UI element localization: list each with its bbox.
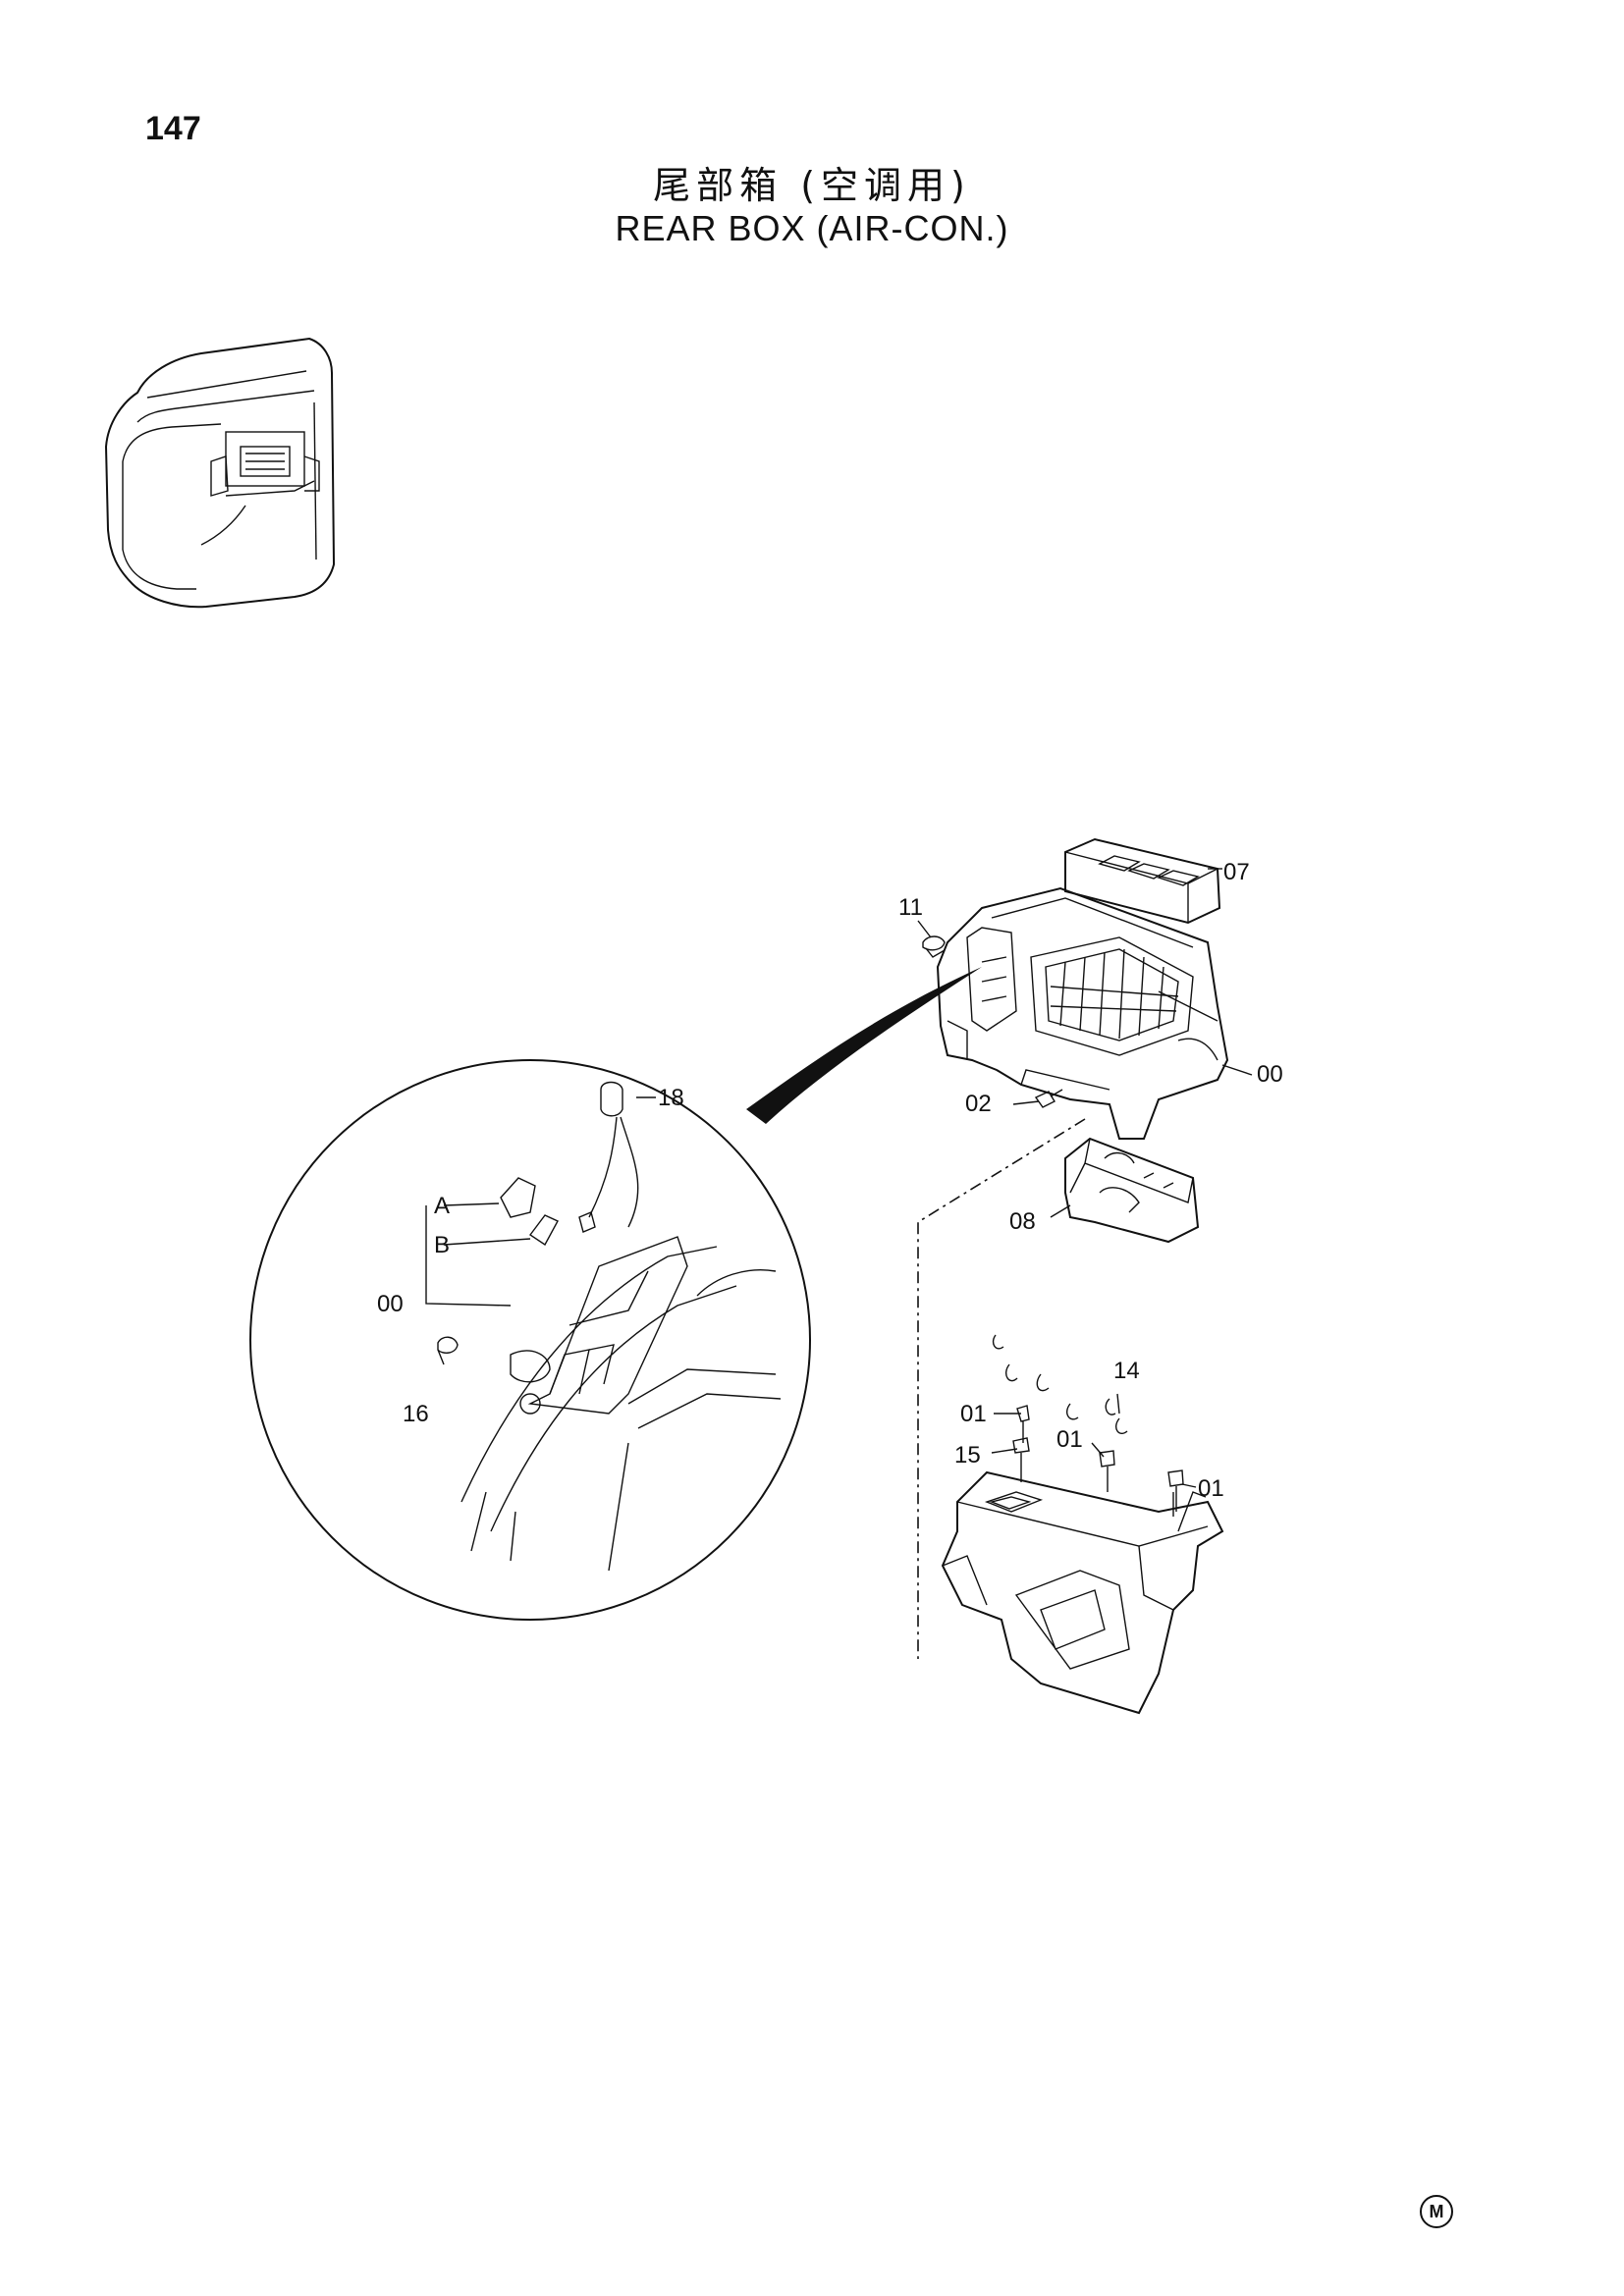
detail-view — [249, 1059, 811, 1621]
callout-14: 14 — [1113, 1358, 1140, 1384]
callout-07: 07 — [1223, 859, 1250, 885]
base-frame — [941, 1334, 1224, 1715]
callout-00-detail: 00 — [377, 1291, 404, 1317]
callout-08: 08 — [1009, 1208, 1036, 1235]
callout-01: 01 — [960, 1401, 987, 1427]
callout-15: 15 — [954, 1442, 981, 1468]
title-english: REAR BOX (AIR-CON.) — [615, 208, 1009, 248]
callout-A: A — [434, 1193, 450, 1219]
detail-leader — [746, 967, 982, 1124]
rear-box-assembly — [922, 837, 1229, 1244]
callout-11: 11 — [898, 894, 923, 921]
leader-lines — [425, 868, 1253, 1488]
callout-02: 02 — [965, 1091, 992, 1117]
cab-locator-illustration — [104, 337, 336, 609]
callout-B: B — [434, 1232, 450, 1258]
callout-01: 01 — [1198, 1475, 1224, 1502]
callout-16: 16 — [403, 1401, 429, 1427]
callout-18: 18 — [658, 1085, 684, 1111]
title-chinese: 尾部箱 (空调用) — [653, 164, 971, 207]
corner-mark: M — [1420, 2195, 1453, 2228]
page-number: 147 — [145, 110, 201, 147]
callout-01: 01 — [1056, 1426, 1083, 1453]
callout-00: 00 — [1257, 1061, 1283, 1088]
